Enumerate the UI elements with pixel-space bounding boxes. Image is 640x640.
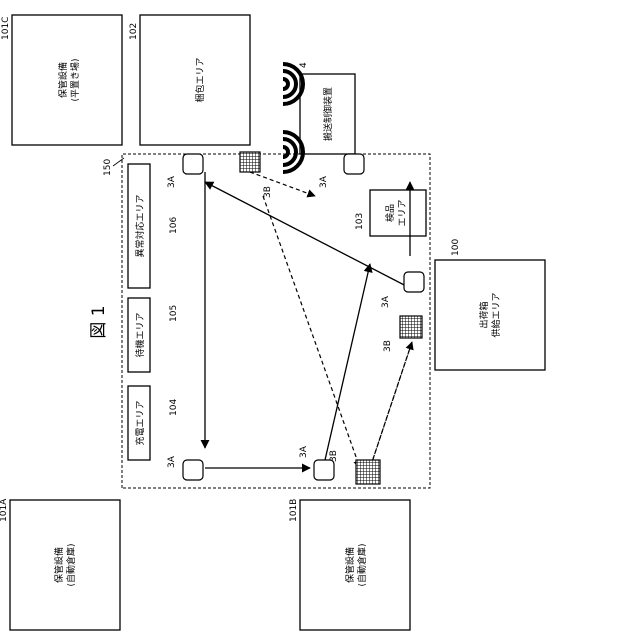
vehicle-3A-label: 3A xyxy=(299,445,309,458)
box-101C-label2: (平置き場) xyxy=(69,58,81,101)
work-area-ref: 150 xyxy=(103,159,113,176)
box-101B-label1: 保管設備 xyxy=(344,547,356,583)
box-102-ref: 102 xyxy=(129,23,139,40)
box-101A-label2: (自動倉庫) xyxy=(65,543,77,586)
vehicle-3A-right: 3A xyxy=(381,272,424,308)
zone-105-ref: 105 xyxy=(169,305,179,322)
zone-105-label: 待機エリア xyxy=(134,312,146,357)
zone-104-ref: 104 xyxy=(169,399,179,416)
vehicle-3A-label: 3A xyxy=(167,455,177,468)
box-102: 102 梱包エリア xyxy=(129,15,250,145)
box-101B: 101B 保管設備 (自動倉庫) xyxy=(289,499,410,630)
box-101C: 101C 保管設備 (平置き場) xyxy=(1,15,122,145)
box-100-label1: 出荷箱 xyxy=(478,301,490,328)
vehicle-3A-topleft: 3A xyxy=(167,154,203,188)
box-101C-ref: 101C xyxy=(1,17,11,40)
zone-103-label1: 検品 xyxy=(384,204,396,222)
box-4-ref: 4 xyxy=(299,62,309,68)
box-4: 4 搬送制御装置 xyxy=(299,62,355,154)
box-101A-label1: 保管設備 xyxy=(53,547,65,583)
vehicle-3B-label: 3B xyxy=(263,186,273,198)
vehicle-3A-label: 3A xyxy=(381,295,391,308)
zone-106-label: 異常対応エリア xyxy=(134,194,146,257)
box-100-ref: 100 xyxy=(451,239,461,256)
vehicle-3B-bottom: 3B xyxy=(329,450,380,484)
figure-title: 図 1 xyxy=(89,305,109,338)
box-100-label2: 供給エリア xyxy=(490,292,502,337)
zone-103: 検品 エリア 103 xyxy=(355,190,426,236)
zone-104: 充電エリア 104 xyxy=(128,386,179,460)
rotated-figure: 図 1 101C 保管設備 (平置き場) 102 梱包エリア 4 搬送制御装置 xyxy=(0,15,545,630)
box-100: 100 出荷箱 供給エリア xyxy=(435,239,545,370)
box-101C-label1: 保管設備 xyxy=(57,62,69,98)
zone-105: 待機エリア 105 xyxy=(128,298,179,372)
box-101A-ref: 101A xyxy=(0,498,9,522)
zone-103-ref: 103 xyxy=(355,213,365,230)
box-4-label: 搬送制御装置 xyxy=(322,87,334,141)
vehicle-3A-bottomleft: 3A xyxy=(167,455,203,480)
box-102-label: 梱包エリア xyxy=(194,57,206,102)
box-101B-ref: 101B xyxy=(289,499,299,522)
box-101B-label2: (自動倉庫) xyxy=(356,543,368,586)
vehicle-3A-topright: 3A xyxy=(319,154,364,188)
vehicle-3A-label: 3A xyxy=(319,175,329,188)
zone-103-label2: エリア xyxy=(398,199,408,226)
vehicle-3B-label: 3B xyxy=(383,340,393,352)
vehicle-3B-right: 3B xyxy=(383,316,422,352)
box-101A: 101A 保管設備 (自動倉庫) xyxy=(0,498,120,630)
zone-106-ref: 106 xyxy=(169,217,179,234)
vehicle-3A-label: 3A xyxy=(167,175,177,188)
zone-104-label: 充電エリア xyxy=(134,400,146,445)
